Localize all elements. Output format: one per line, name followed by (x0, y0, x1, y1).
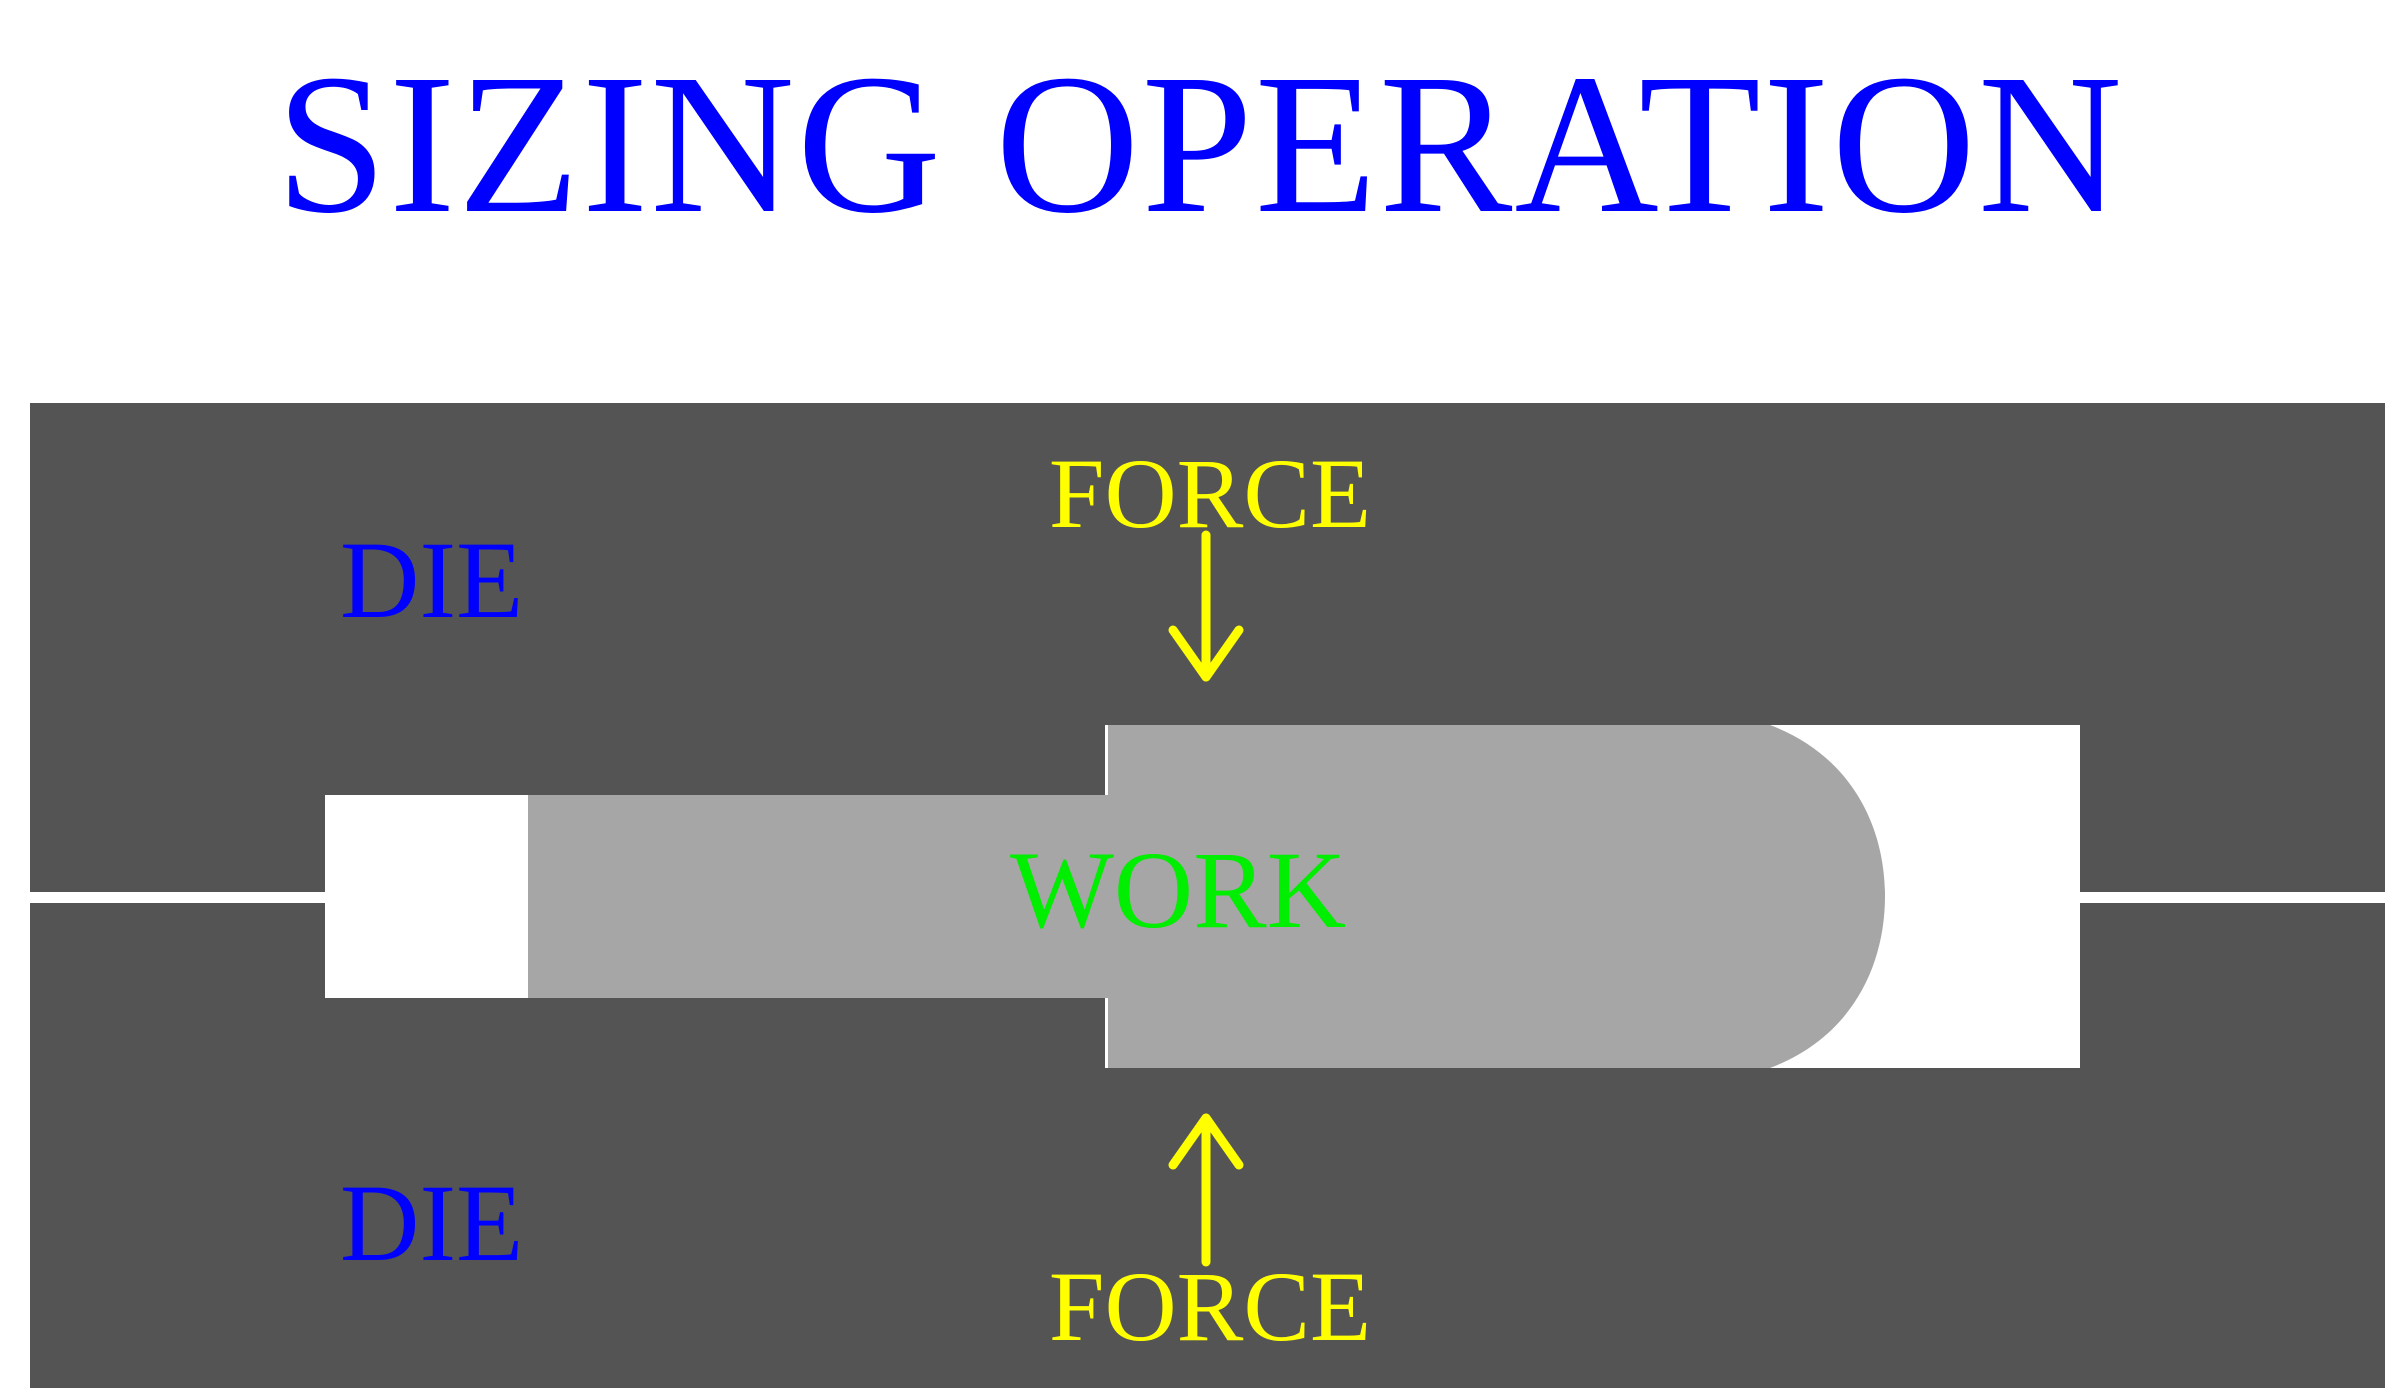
workpiece (528, 725, 1885, 1068)
die-label-bottom: DIE (340, 1162, 523, 1284)
force-label-bottom: FORCE (1049, 1251, 1371, 1362)
work-label: WORK (1010, 829, 1346, 951)
page-title: SIZING OPERATION (275, 34, 2125, 255)
force-label-top: FORCE (1049, 438, 1371, 549)
force-arrow-down (1168, 530, 1244, 682)
force-arrow-up (1168, 1113, 1244, 1267)
die-label-top: DIE (340, 519, 523, 641)
